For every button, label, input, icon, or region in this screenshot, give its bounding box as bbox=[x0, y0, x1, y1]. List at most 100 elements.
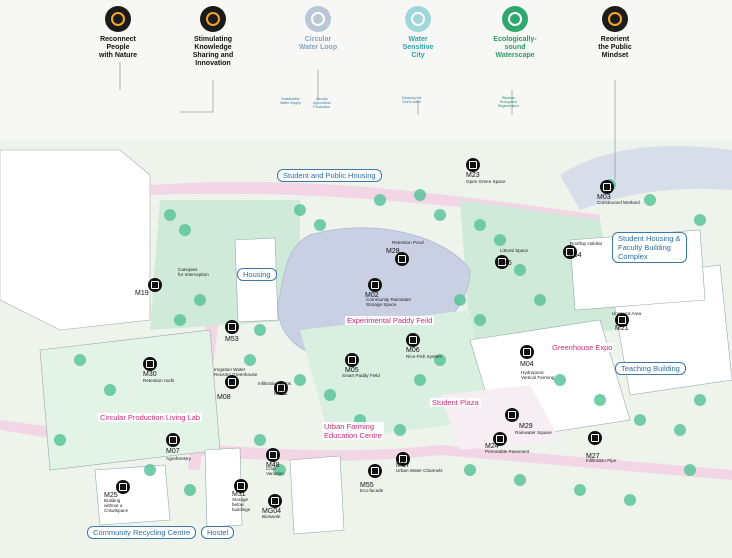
measure-description: Bioswale bbox=[262, 514, 281, 519]
measure-icon-m17 bbox=[396, 452, 410, 466]
lightbulb-icon bbox=[200, 6, 226, 32]
tree bbox=[694, 214, 706, 226]
measure-description: Retention Pond bbox=[392, 240, 424, 245]
tree bbox=[144, 464, 156, 476]
tree bbox=[184, 484, 196, 496]
measure-description: Rooftop Habitat bbox=[570, 241, 602, 246]
tree bbox=[194, 294, 206, 306]
measure-code: M17 bbox=[396, 462, 410, 469]
tree bbox=[324, 389, 336, 401]
measure-code: M30 bbox=[143, 371, 157, 378]
tree bbox=[514, 264, 526, 276]
zone-student-plaza: Student Plaza bbox=[430, 398, 481, 407]
tree bbox=[674, 424, 686, 436]
measure-description: Eco-facade bbox=[360, 488, 384, 493]
measure-icon-m25 bbox=[116, 480, 130, 494]
tree bbox=[474, 219, 486, 231]
measure-icon-m46 bbox=[495, 255, 509, 269]
measure-description: Smart Paddy Field bbox=[342, 373, 380, 378]
tree bbox=[74, 354, 86, 366]
measure-code: M07 bbox=[166, 448, 180, 455]
tree bbox=[164, 209, 176, 221]
goal-label: Ecologically- sound Waterscape bbox=[493, 36, 537, 59]
background-blocks bbox=[0, 149, 151, 331]
measure-code: M54 bbox=[568, 252, 582, 259]
zone-student-public-housing: Student and Public Housing bbox=[277, 169, 382, 182]
measure-icon-m04 bbox=[520, 345, 534, 359]
tree bbox=[434, 354, 446, 366]
tree bbox=[454, 294, 466, 306]
measure-icon-m23 bbox=[466, 158, 480, 172]
tree bbox=[574, 484, 586, 496]
sub-goal-label: Delaying the Storm water bbox=[402, 96, 422, 104]
measure-description: Hydroponic Vertical Farming bbox=[521, 370, 555, 381]
measure-description: Infiltration Pipe bbox=[586, 458, 617, 463]
sub-goal-label: Riparian Ecosystem Regeneration bbox=[498, 96, 520, 108]
measure-description: Community Rainwater Storage Space bbox=[366, 297, 412, 308]
living-lab bbox=[39, 329, 221, 471]
measure-description: Littoral Space bbox=[500, 248, 529, 253]
tree bbox=[434, 209, 446, 221]
measure-icon-m22 bbox=[274, 381, 288, 395]
measure-code: M08 bbox=[217, 394, 231, 401]
measure-code: M24 bbox=[485, 443, 499, 450]
eye-sun-icon bbox=[105, 6, 131, 32]
measure-description: Infiltration Strips bbox=[258, 381, 291, 386]
goal-knowledge: Stimulating Knowledge Sharing and Innova… bbox=[178, 6, 248, 68]
tree bbox=[54, 434, 66, 446]
recycling-centre bbox=[94, 464, 171, 526]
measure-icon-m21 bbox=[615, 313, 629, 327]
zone-hostel: Hostel bbox=[201, 526, 235, 539]
measure-code: M31 bbox=[232, 491, 246, 498]
measure-description: Crop Variation bbox=[266, 466, 284, 477]
measure-description: Canopies for Interception bbox=[178, 267, 209, 278]
zone-housing: Housing bbox=[237, 268, 277, 281]
measure-description: Permeable Pavement bbox=[485, 449, 530, 454]
measure-description: Retention roofs bbox=[143, 378, 175, 383]
tree bbox=[374, 194, 386, 206]
paddy-field bbox=[300, 310, 490, 440]
connector-lines bbox=[119, 62, 616, 180]
tree bbox=[314, 219, 326, 231]
zone-education-centre: Urban Farming Education Centre bbox=[322, 422, 384, 440]
head-icon bbox=[602, 6, 628, 32]
measure-code: M55 bbox=[360, 482, 374, 489]
tree bbox=[554, 374, 566, 386]
leaf-icon bbox=[502, 6, 528, 32]
measure-code: M27 bbox=[586, 453, 600, 460]
tree bbox=[104, 384, 116, 396]
measure-description: Rainwater Square bbox=[515, 430, 552, 435]
measure-icon-m03 bbox=[600, 180, 614, 194]
tree bbox=[624, 494, 636, 506]
hostel bbox=[204, 447, 243, 528]
sub-goal-label: Sustainable Water Supply bbox=[280, 97, 301, 105]
road-north bbox=[150, 181, 600, 225]
measure-description: Constructed Wetland bbox=[597, 200, 640, 205]
tree bbox=[414, 189, 426, 201]
tree bbox=[634, 414, 646, 426]
measure-icon-m24 bbox=[493, 432, 507, 446]
zone-paddy-field: Experimental Paddy Feild bbox=[345, 316, 435, 325]
measure-code: M05 bbox=[345, 367, 359, 374]
measure-description: Unpaved Area bbox=[612, 311, 642, 316]
tree bbox=[254, 324, 266, 336]
tree bbox=[294, 374, 306, 386]
measure-code: M02 bbox=[365, 292, 379, 299]
tree bbox=[414, 374, 426, 386]
measure-description: Urban Water Channels bbox=[396, 468, 443, 473]
water-cycle-icon bbox=[305, 6, 331, 32]
tree bbox=[644, 194, 656, 206]
measure-code: M21 bbox=[615, 325, 629, 332]
road-south bbox=[0, 420, 732, 480]
tree bbox=[254, 434, 266, 446]
measure-icon-m31 bbox=[234, 479, 248, 493]
education-centre bbox=[289, 455, 345, 535]
tree bbox=[494, 234, 506, 246]
measure-code: M23 bbox=[466, 172, 480, 179]
zone-teaching-building: Teaching Building bbox=[615, 362, 686, 375]
measure-code: M29 bbox=[519, 423, 533, 430]
measure-description: Irrigation Water Reusing Greenhouse bbox=[214, 367, 258, 378]
goal-label: Stimulating Knowledge Sharing and Innova… bbox=[192, 36, 234, 67]
measure-code: M48 bbox=[266, 462, 280, 469]
